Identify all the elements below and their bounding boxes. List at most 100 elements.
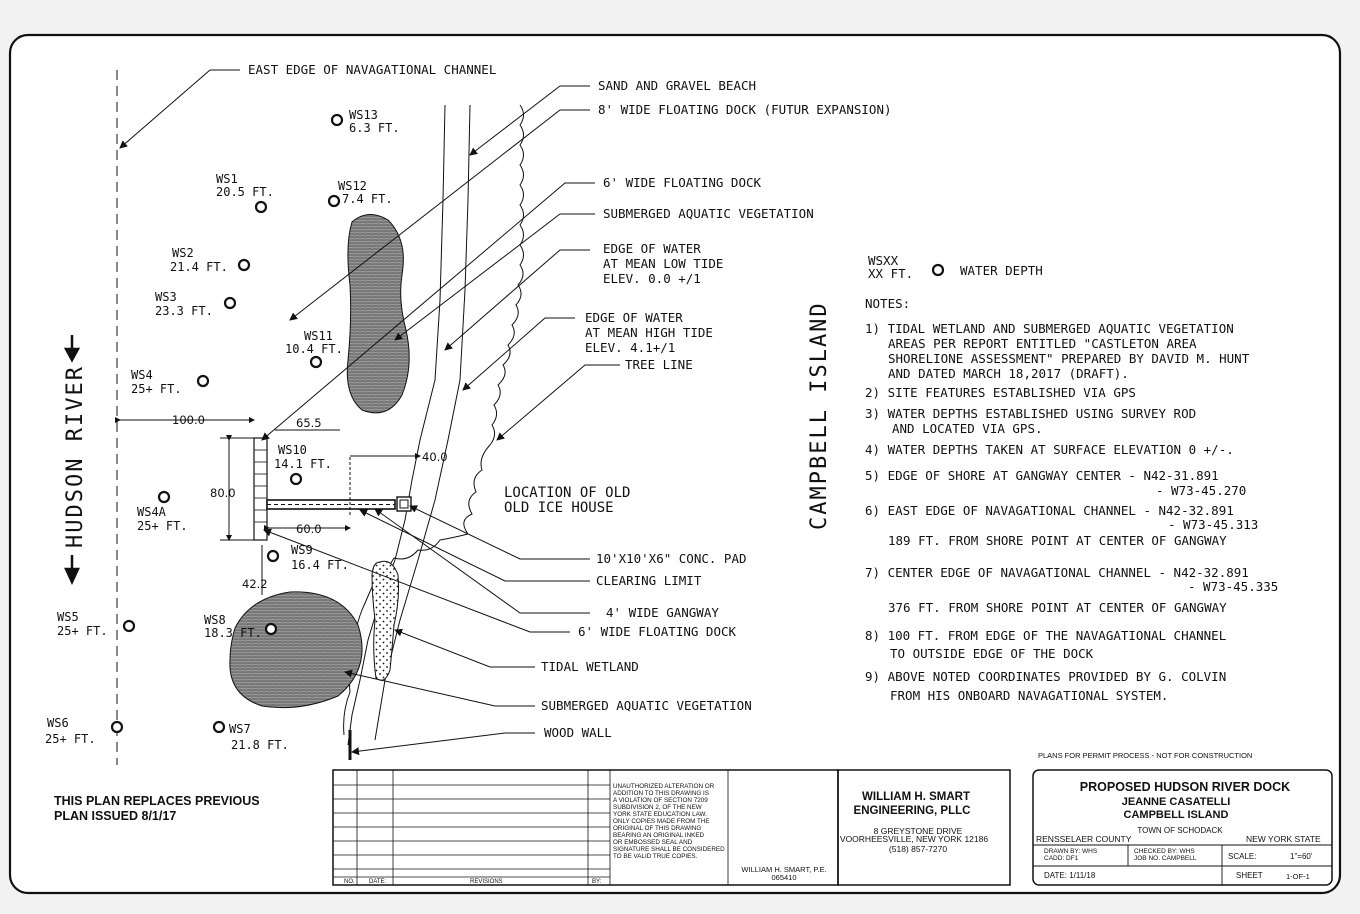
svg-text:BEARING AN ORIGINAL INKED: BEARING AN ORIGINAL INKED — [613, 832, 705, 839]
label-high-tide-1: EDGE OF WATER — [585, 310, 683, 325]
svg-text:RENSSELAER COUNTY: RENSSELAER COUNTY — [1036, 834, 1132, 844]
ws8-id: WS8 — [204, 613, 226, 627]
ws2-id: WS2 — [172, 246, 194, 260]
svg-text:AND LOCATED VIA GPS.: AND LOCATED VIA GPS. — [892, 421, 1043, 436]
legend-symbol-depth: XX FT. — [868, 266, 913, 281]
rev-col-no: NO. — [344, 879, 355, 885]
svg-text:SIGNATURE SHALL BE CONSIDERED: SIGNATURE SHALL BE CONSIDERED — [613, 846, 725, 853]
dim-80: 80.0 — [210, 486, 236, 500]
svg-text:THIS PLAN REPLACES PREVIOUS: THIS PLAN REPLACES PREVIOUS — [54, 794, 260, 808]
rev-col-revisions: REVISIONS — [470, 879, 503, 885]
svg-text:- W73-45.335: - W73-45.335 — [1188, 579, 1278, 594]
svg-text:AREAS PER REPORT ENTITLED "CAS: AREAS PER REPORT ENTITLED "CASTLETON ARE… — [888, 336, 1197, 351]
svg-text:SCALE:: SCALE: — [1228, 852, 1256, 861]
engineer-block: WILLIAM H. SMART ENGINEERING, PLLC 8 GRE… — [837, 769, 1011, 886]
ws4a-depth: 25+ FT. — [137, 519, 188, 533]
ws9-depth: 16.4 FT. — [291, 558, 349, 572]
ws6-id: WS6 — [47, 716, 69, 730]
svg-text:CHECKED BY: WHS: CHECKED BY: WHS — [1134, 848, 1195, 855]
svg-text:189 FT. FROM SHORE POINT AT CE: 189 FT. FROM SHORE POINT AT CENTER OF GA… — [888, 533, 1227, 548]
label-low-tide-2: AT MEAN LOW TIDE — [603, 256, 723, 271]
svg-text:WILLIAM H. SMART, P.E.: WILLIAM H. SMART, P.E. — [741, 865, 826, 874]
label-sav-top: SUBMERGED AQUATIC VEGETATION — [603, 206, 814, 221]
ws10-depth: 14.1 FT. — [274, 457, 332, 471]
engineer-seal: WILLIAM H. SMART, P.E. 065410 — [741, 865, 826, 882]
svg-text:ORIGINAL OF THIS DRAWING: ORIGINAL OF THIS DRAWING — [613, 825, 701, 832]
ws11-depth: 10.4 FT. — [285, 342, 343, 356]
ws3-depth: 23.3 FT. — [155, 304, 213, 318]
notes-heading: NOTES: — [865, 296, 910, 311]
ws3-id: WS3 — [155, 290, 177, 304]
svg-text:(518) 857-7270: (518) 857-7270 — [889, 844, 947, 854]
svg-text:TO BE VALID TRUE COPIES.: TO BE VALID TRUE COPIES. — [613, 853, 698, 860]
legend: WSXX XX FT. WATER DEPTH — [868, 253, 1043, 281]
svg-text:ONLY COPIES MADE FROM THE: ONLY COPIES MADE FROM THE — [613, 818, 710, 825]
dim-100: 100.0 — [172, 413, 205, 427]
legend-marker-icon — [931, 263, 945, 277]
svg-text:8 GREYSTONE DRIVE: 8 GREYSTONE DRIVE — [874, 826, 963, 836]
svg-text:UNAUTHORIZED ALTERATION OR: UNAUTHORIZED ALTERATION OR — [613, 783, 715, 790]
svg-text:1-OF-1: 1-OF-1 — [1286, 872, 1310, 881]
ws13-id: WS13 — [349, 108, 378, 122]
flow-arrow-top-icon — [63, 335, 81, 363]
svg-text:SHEET: SHEET — [1236, 871, 1263, 880]
rev-col-by: BY: — [592, 879, 602, 885]
svg-text:NEW YORK STATE: NEW YORK STATE — [1246, 834, 1321, 844]
svg-text:DATE: 1/11/18: DATE: 1/11/18 — [1044, 871, 1096, 880]
island-label: CAMPBELL ISLAND — [807, 301, 832, 530]
svg-text:A VIOLATION OF SECTION 7209: A VIOLATION OF SECTION 7209 — [613, 797, 708, 804]
svg-text:VOORHEESVILLE, NEW YORK 12186: VOORHEESVILLE, NEW YORK 12186 — [840, 834, 988, 844]
conc-pad — [396, 496, 412, 512]
svg-text:ADDITION TO THIS DRAWING IS: ADDITION TO THIS DRAWING IS — [613, 790, 709, 797]
ws1-depth: 20.5 FT. — [216, 185, 274, 199]
svg-text:1"=60': 1"=60' — [1290, 852, 1313, 861]
tree-line — [489, 104, 524, 446]
owner-name: JEANNE CASATELLI — [1122, 796, 1231, 808]
svg-text:TO OUTSIDE EDGE OF THE DOCK: TO OUTSIDE EDGE OF THE DOCK — [890, 646, 1094, 661]
label-sand-gravel-beach: SAND AND GRAVEL BEACH — [598, 78, 756, 93]
label-tree-line: TREE LINE — [625, 357, 693, 372]
label-conc-pad: 10'X10'X6" CONC. PAD — [596, 551, 747, 566]
label-low-tide-1: EDGE OF WATER — [603, 241, 701, 256]
dim-40: 40.0 — [422, 450, 448, 464]
ws8-depth: 18.3 FT. — [204, 626, 262, 640]
svg-text:376 FT. FROM SHORE POINT AT CE: 376 FT. FROM SHORE POINT AT CENTER OF GA… — [888, 600, 1227, 615]
sounding-markers — [110, 113, 344, 734]
label-wood-wall: WOOD WALL — [544, 725, 612, 740]
label-tidal-wetland: TIDAL WETLAND — [541, 659, 639, 674]
svg-text:TOWN OF SCHODACK: TOWN OF SCHODACK — [1137, 826, 1223, 835]
svg-text:AND DATED MARCH 18,2017 (DRAFT: AND DATED MARCH 18,2017 (DRAFT). — [888, 366, 1129, 381]
svg-text:CADD: DF1: CADD: DF1 — [1044, 855, 1079, 862]
dim-422: 42.2 — [242, 577, 268, 591]
permit-note: PLANS FOR PERMIT PROCESS - NOT FOR CONST… — [1038, 751, 1252, 760]
leader-lines — [120, 69, 620, 756]
sheet-border — [8, 33, 1342, 895]
svg-text:SHORELIONE ASSESSMENT" PREPARE: SHORELIONE ASSESSMENT" PREPARED BY DAVID… — [888, 351, 1250, 366]
label-sav-bottom: SUBMERGED AQUATIC VEGETATION — [541, 698, 752, 713]
rev-col-date: DATE: — [369, 879, 387, 885]
svg-text:- W73-45.270: - W73-45.270 — [1156, 483, 1246, 498]
svg-text:- W73-45.313: - W73-45.313 — [1168, 517, 1258, 532]
svg-text:SUBDIVISION 2, OF THE NEW: SUBDIVISION 2, OF THE NEW — [613, 804, 702, 811]
ws10-id: WS10 — [278, 443, 307, 457]
label-east-edge-channel: EAST EDGE OF NAVAGATIONAL CHANNEL — [248, 62, 496, 77]
ws4-id: WS4 — [131, 368, 153, 382]
svg-text:7) CENTER EDGE OF NAVAGATIONAL: 7) CENTER EDGE OF NAVAGATIONAL CHANNEL -… — [865, 565, 1249, 580]
sav-south — [229, 591, 363, 709]
high-tide-line — [374, 104, 471, 741]
flow-arrow-bottom-icon — [64, 555, 80, 585]
svg-text:8) 100 FT. FROM EDGE OF THE NA: 8) 100 FT. FROM EDGE OF THE NAVAGATIONAL… — [865, 628, 1226, 643]
svg-text:ENGINEERING, PLLC: ENGINEERING, PLLC — [854, 805, 971, 817]
tidal-wetland — [371, 560, 399, 681]
ws12-depth: 7.4 FT. — [342, 192, 393, 206]
svg-text:WILLIAM H. SMART: WILLIAM H. SMART — [862, 791, 970, 803]
notes-block: NOTES: 1) TIDAL WETLAND AND SUBMERGED AQ… — [865, 296, 1278, 703]
ws4-depth: 25+ FT. — [131, 382, 182, 396]
ws12-id: WS12 — [338, 179, 367, 193]
river-label: HUDSON RIVER — [63, 365, 88, 548]
svg-text:9) ABOVE NOTED COORDINATES PRO: 9) ABOVE NOTED COORDINATES PROVIDED BY G… — [865, 669, 1226, 684]
ws5-id: WS5 — [57, 610, 79, 624]
label-floating-dock-6-bottom: 6' WIDE FLOATING DOCK — [578, 624, 737, 639]
label-high-tide-2: AT MEAN HIGH TIDE — [585, 325, 713, 340]
svg-text:OR EMBOSSED SEAL AND: OR EMBOSSED SEAL AND — [613, 839, 693, 846]
